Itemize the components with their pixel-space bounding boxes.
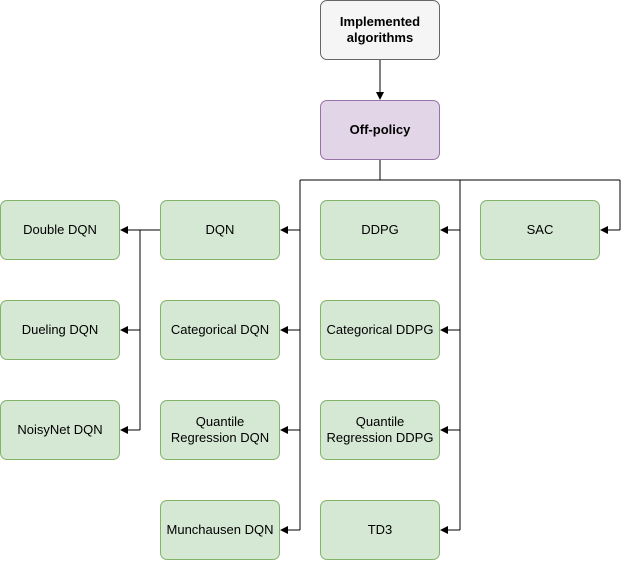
node-td3: TD3 — [320, 500, 440, 560]
node-noisynet-dqn: NoisyNet DQN — [0, 400, 120, 460]
node-dqn: DQN — [160, 200, 280, 260]
node-quantile-regression-dqn: Quantile Regression DQN — [160, 400, 280, 460]
node-sac: SAC — [480, 200, 600, 260]
node-implemented-algorithms: Implemented algorithms — [320, 0, 440, 60]
node-categorical-dqn: Categorical DQN — [160, 300, 280, 360]
node-off-policy: Off-policy — [320, 100, 440, 160]
node-munchausen-dqn: Munchausen DQN — [160, 500, 280, 560]
node-quantile-regression-ddpg: Quantile Regression DDPG — [320, 400, 440, 460]
node-categorical-ddpg: Categorical DDPG — [320, 300, 440, 360]
node-double-dqn: Double DQN — [0, 200, 120, 260]
node-ddpg: DDPG — [320, 200, 440, 260]
node-dueling-dqn: Dueling DQN — [0, 300, 120, 360]
